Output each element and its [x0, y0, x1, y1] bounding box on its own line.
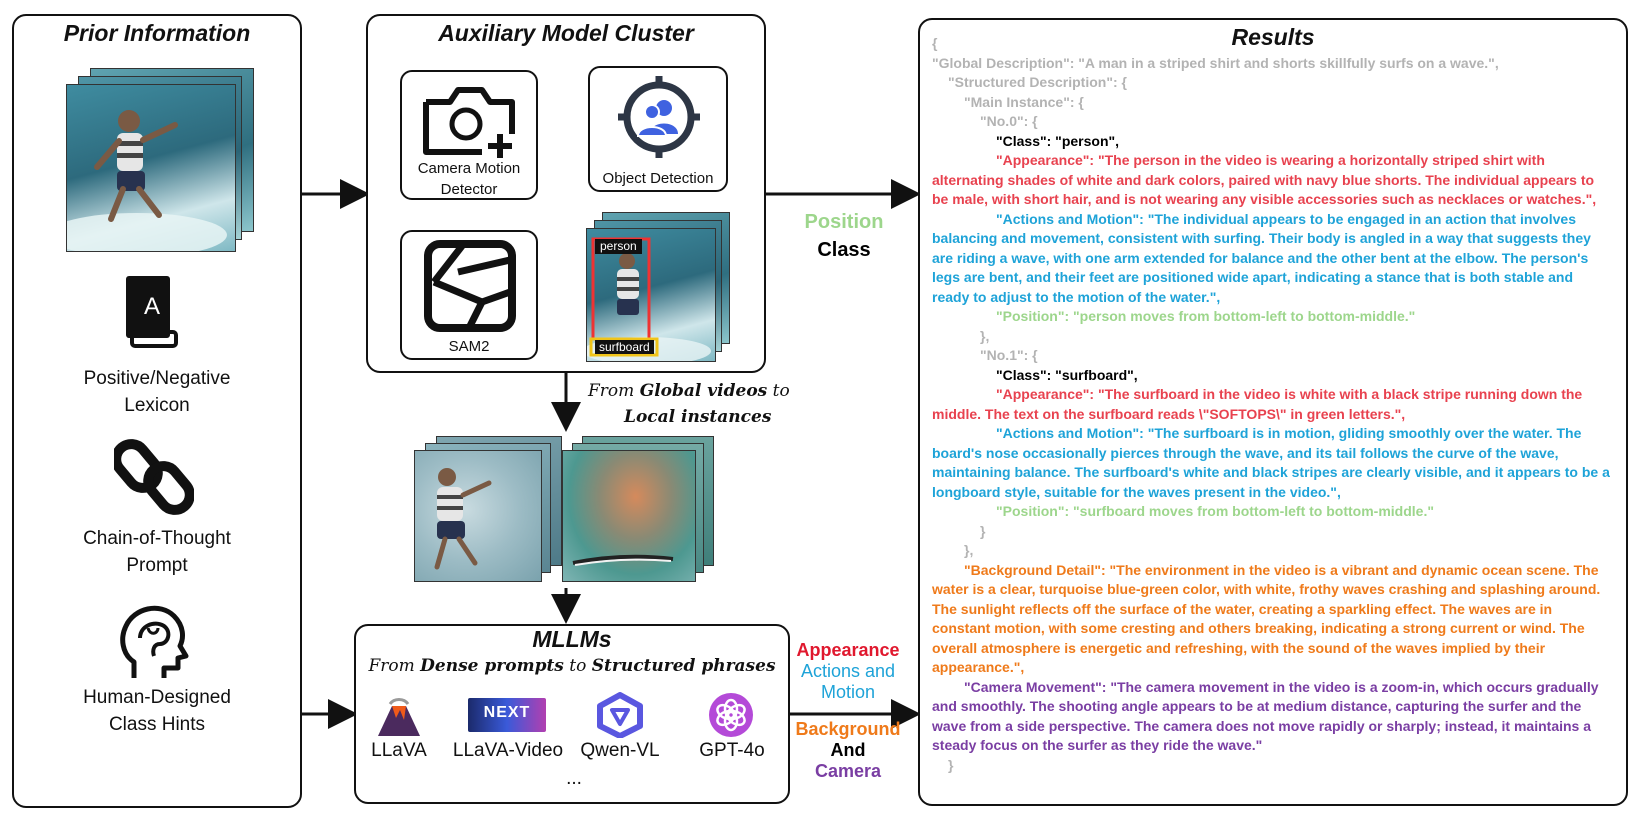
- qwen-logo-icon: [596, 692, 644, 743]
- mllms-panel: MLLMs From Dense prompts to Structured p…: [354, 624, 790, 804]
- gpt-4o-label: GPT-4o: [699, 740, 765, 761]
- results-line: "Actions and Motion": "The individual ap…: [932, 210, 1595, 305]
- results-panel: Results: [918, 18, 1628, 806]
- results-line: }: [948, 756, 954, 773]
- results-line: "Background Detail": "The environment in…: [932, 561, 1605, 676]
- background-camera-labels: Background And Camera: [795, 719, 901, 781]
- auxiliary-model-cluster-panel: Auxiliary Model Cluster Camera Motion De…: [366, 14, 766, 373]
- gpt-4o-logo-icon: [708, 692, 754, 743]
- surfboard-crop-frame: [562, 450, 696, 582]
- person-crop-frame: [414, 450, 542, 582]
- camera-motion-detector-box: Camera Motion Detector: [400, 70, 538, 200]
- local-instance-frames: [414, 436, 734, 596]
- surfer-video-frame: [66, 84, 236, 252]
- qwen-vl-label: Qwen-VL: [580, 740, 660, 761]
- results-line: "Position": "person moves from bottom-le…: [996, 308, 1416, 324]
- input-video-frames: [66, 68, 256, 258]
- results-line: }: [980, 522, 986, 539]
- results-line: "Global Description": "A man in a stripe…: [932, 54, 1499, 71]
- results-line: "Position": "surfboard moves from bottom…: [996, 503, 1434, 519]
- results-title: Results: [1231, 24, 1315, 50]
- object-detection-label: Object Detection: [602, 170, 714, 187]
- results-line: "No.0": {: [980, 113, 1038, 129]
- results-line: "Appearance": "The person in the video i…: [932, 152, 1598, 207]
- svg-text:A: A: [144, 293, 160, 320]
- crosshair-users-icon: [612, 74, 706, 165]
- results-line: },: [980, 327, 990, 344]
- object-detection-box: Object Detection: [588, 66, 728, 192]
- prior-information-title: Prior Information: [63, 20, 251, 46]
- book-icon: A: [122, 274, 180, 350]
- auxiliary-model-cluster-title: Auxiliary Model Cluster: [438, 20, 694, 46]
- results-line: {: [932, 35, 938, 51]
- sam2-box: SAM2: [400, 230, 538, 360]
- sam-segmentation-icon: [422, 238, 520, 339]
- appearance-motion-labels: Appearance Actions and Motion: [796, 640, 900, 702]
- results-line: "Structured Description": {: [948, 74, 1127, 90]
- results-line: "Actions and Motion": "The surfboard is …: [932, 425, 1614, 500]
- person-box-label: person: [595, 239, 642, 254]
- position-class-labels: Position Class: [804, 211, 884, 261]
- camera-icon: [420, 82, 520, 163]
- llava-volcano-icon: [374, 694, 424, 743]
- global-to-local-caption: From Global videos to Local instances: [588, 381, 790, 427]
- results-line: "No.1": {: [980, 347, 1038, 363]
- llava-video-logo: NEXT: [468, 698, 546, 732]
- more-models-ellipsis: ...: [566, 768, 582, 789]
- results-line: "Class": "person",: [996, 132, 1120, 149]
- surfboard-box-label: surfboard: [595, 340, 654, 354]
- results-line: "Camera Movement": "The camera movement …: [932, 678, 1603, 754]
- camera-motion-detector-label: Camera Motion Detector: [417, 160, 521, 198]
- detection-result-frames: person surfboard: [586, 212, 736, 364]
- results-line: "Class": "surfboard",: [996, 366, 1138, 383]
- human-head-brain-icon: [114, 598, 194, 684]
- results-line: },: [964, 542, 974, 558]
- results-line: "Appearance": "The surfboard in the vide…: [932, 386, 1587, 422]
- detection-frame: person surfboard: [586, 228, 716, 362]
- results-json-text: { "Global Description": "A man in a strip…: [932, 34, 1612, 775]
- chain-link-icon: [111, 434, 195, 520]
- llava-label: LLaVA: [371, 740, 427, 761]
- llava-video-label: LLaVA-Video: [452, 740, 564, 761]
- results-line: "Main Instance": {: [964, 93, 1084, 110]
- sam2-label: SAM2: [448, 338, 490, 355]
- prior-information-panel: Prior Information A: [12, 14, 302, 808]
- dense-to-structured-caption: From Dense prompts to Structured phrases: [368, 656, 776, 676]
- surfer-illustration: [67, 110, 227, 251]
- mllms-title: MLLMs: [532, 626, 612, 652]
